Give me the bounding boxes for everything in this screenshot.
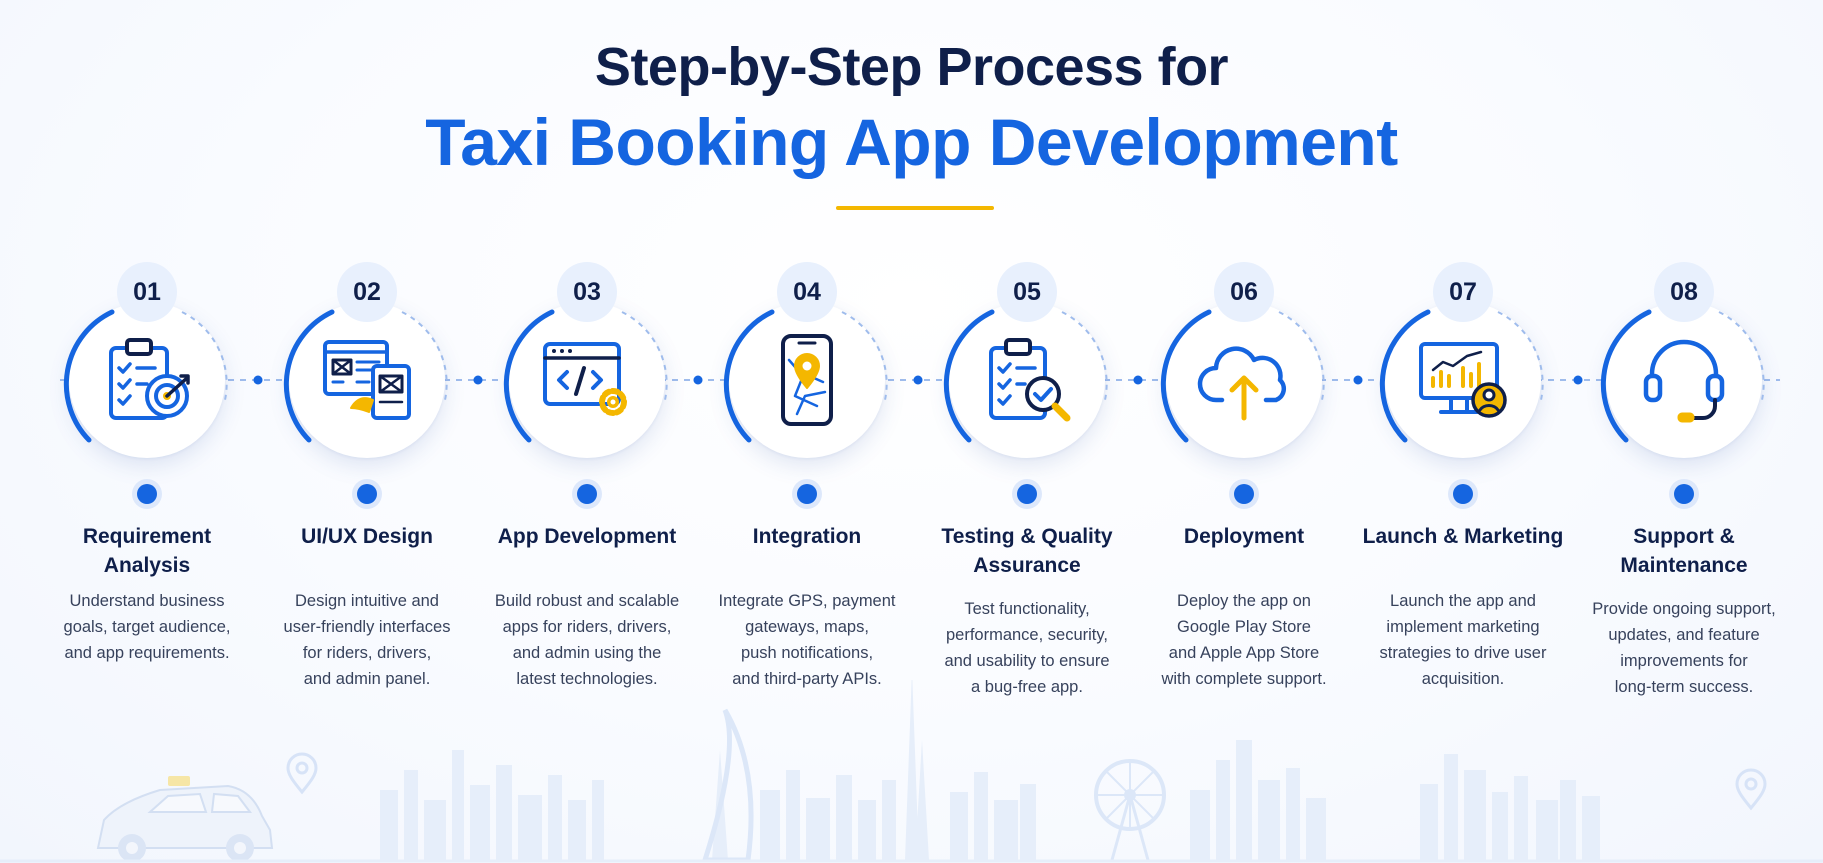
step-description: Test functionality,performance, security… — [944, 600, 1110, 696]
step-description: Provide ongoing support,updates, and fea… — [1592, 600, 1776, 696]
taxi-car-illustration — [96, 776, 274, 862]
page-title-line-1: Step-by-Step Process for — [594, 37, 1229, 97]
step-number-badge: 08 — [1654, 262, 1714, 322]
step-number-badge: 06 — [1214, 262, 1274, 322]
timeline-dot — [1453, 484, 1473, 504]
process-step-3: 03 App Development Build robust and scal… — [477, 0, 697, 720]
process-step-7: 07 Launch & Marketing Launch the app and… — [1353, 0, 1573, 720]
wireframe-screens-icon — [323, 340, 411, 420]
analytics-monitor-user-icon — [1419, 342, 1507, 418]
timeline-dot — [577, 484, 597, 504]
step-number-badge: 03 — [557, 262, 617, 322]
map-pin-icon — [1735, 768, 1767, 811]
code-window-gear-icon — [543, 342, 627, 416]
process-step-8: 08 Support &Maintenance Provide ongoing … — [1574, 0, 1794, 720]
page-title-line-2: Taxi Booking App Development — [425, 105, 1398, 179]
phone-map-pin-icon — [781, 334, 833, 426]
step-number-badge: 04 — [777, 262, 837, 322]
step-number-badge: 07 — [1433, 262, 1493, 322]
title-underline — [836, 206, 994, 210]
timeline-dot — [797, 484, 817, 504]
headset-icon — [1643, 339, 1725, 423]
checklist-magnifier-icon — [989, 338, 1071, 422]
cloud-upload-icon — [1197, 346, 1287, 421]
timeline-dot — [1674, 484, 1694, 504]
step-title: UI/UX Design — [301, 525, 433, 548]
step-number-badge: 02 — [337, 262, 397, 322]
timeline-dot — [1017, 484, 1037, 504]
step-number-badge: 01 — [117, 262, 177, 322]
clipboard-target-icon — [109, 338, 190, 420]
step-title: Integration — [752, 525, 862, 548]
step-title: Launch & Marketing — [1362, 525, 1564, 548]
step-title: App Development — [497, 525, 677, 548]
map-pin-icon — [286, 752, 318, 795]
step-title: Deployment — [1183, 525, 1305, 548]
timeline-dot — [1234, 484, 1254, 504]
city-skyline-illustration — [0, 680, 1823, 863]
timeline-dot — [137, 484, 157, 504]
timeline-dot — [357, 484, 377, 504]
step-title: Support &Maintenance — [1620, 525, 1748, 577]
step-number-badge: 05 — [997, 262, 1057, 322]
